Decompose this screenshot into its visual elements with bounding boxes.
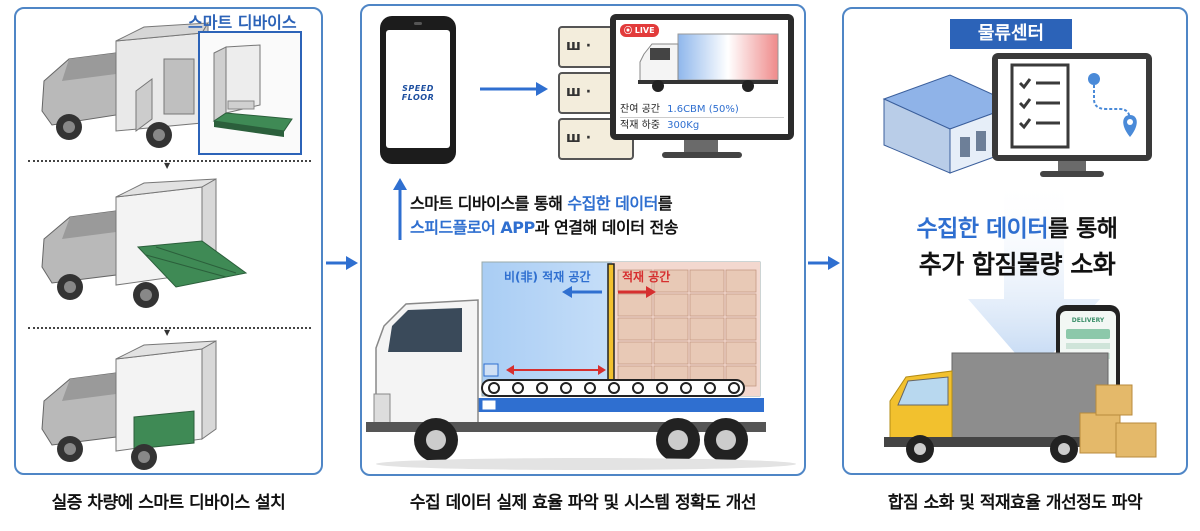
headline-line1: 수집한 데이터를 통해: [844, 209, 1190, 243]
text-line2-a: 스피드플로어 APP: [410, 218, 535, 237]
delivery-truck-icon: [884, 352, 1157, 463]
logistics-center-badge: 물류센터: [950, 19, 1072, 49]
delivery-label: DELIVERY: [1071, 317, 1105, 324]
cargo-truck-diagram: [366, 261, 796, 470]
chevron-down-icon-2: ▼: [164, 328, 171, 337]
text-line1-b: 수집한 데이터: [567, 194, 658, 213]
monitor-info-row-1: 잔여 공간 1.6CBM (50%): [620, 100, 784, 118]
divider-2: [28, 327, 311, 329]
remaining-space-label: 잔여 공간: [620, 104, 660, 115]
monitor-base: [662, 152, 742, 158]
text-line2-b: 과 연결해 데이터 전송: [534, 218, 679, 237]
live-badge: ⦿ LIVE: [620, 24, 659, 37]
data-transfer-text-line1: 스마트 디바이스를 통해 수집한 데이터를: [410, 190, 673, 214]
text-line1-c: 를: [657, 194, 673, 213]
app-brand-logo: SPEED FLOOR: [401, 84, 435, 102]
panel-data-collection: SPEED FLOOR ш · ш · ш · ⦿ LIVE: [360, 4, 806, 476]
logistics-center-text: 물류센터: [977, 23, 1045, 44]
headline-line2: 추가 합짐물량 소화: [918, 250, 1116, 279]
monitor-base-3: [1040, 171, 1104, 177]
remaining-space-value: 1.6CBM (50%): [667, 104, 739, 115]
checklist-document-icon: [1010, 63, 1070, 149]
live-badge-text: LIVE: [634, 26, 655, 35]
monitor-info-row-2: 적재 하중 300Kg: [620, 116, 784, 131]
load-weight-value: 300Kg: [667, 120, 700, 131]
arrow-right-icon-1: [326, 256, 358, 270]
route-pin-icon: [1088, 73, 1137, 137]
arrow-right-icon-phone: [480, 82, 548, 96]
live-dot-icon: ⦿: [624, 26, 635, 35]
smart-device-label: 스마트 디바이스: [188, 13, 297, 32]
smart-floor-device-icon: [212, 44, 293, 137]
checklist-monitor-icon: [992, 53, 1152, 161]
load-weight-label: 적재 하중: [620, 120, 660, 131]
caption-panel1: 실증 차량에 스마트 디바이스 설치: [51, 493, 286, 513]
panel-result: 물류센터 수집한 데이터를 통해 추가 합짐물량: [842, 7, 1188, 475]
monitor-stand-3: [1058, 161, 1086, 173]
monitor-icon: ⦿ LIVE 잔여 공간 1.6CBM (50%) 적재 하중 300Kg: [610, 14, 794, 140]
panel-installation: 스마트 디바이스 ▼ ▼: [14, 7, 323, 475]
headline-line1-a: 수집한 데이터: [916, 216, 1049, 242]
monitor-stand: [684, 140, 718, 154]
smart-device-highlight-box: [198, 31, 302, 155]
truck-illustration-1: [41, 21, 209, 148]
load-space-label: 적재 공간: [622, 270, 671, 284]
text-line1-a: 스마트 디바이스를 통해: [410, 194, 568, 213]
truck-illustration-3: [41, 340, 217, 470]
chevron-down-icon: ▼: [164, 161, 171, 170]
caption-panel2: 수집 데이터 실제 효율 파악 및 시스템 정확도 개선: [409, 493, 757, 513]
smartphone-icon: SPEED FLOOR: [380, 16, 456, 164]
arrow-right-icon-2: [808, 256, 840, 270]
non-load-space-label: 비(非) 적재 공간: [504, 270, 591, 284]
divider-1: [28, 160, 311, 162]
headline-line1-b: 를 통해: [1047, 216, 1118, 242]
caption-panel3: 합짐 소화 및 적재효율 개선정도 파악: [887, 493, 1143, 513]
monitor-truck-icon: [638, 33, 779, 92]
data-transfer-text-line2: 스피드플로어 APP과 연결해 데이터 전송: [410, 214, 678, 238]
truck-illustration-2: [41, 178, 248, 308]
arrow-up-icon: [393, 178, 407, 240]
